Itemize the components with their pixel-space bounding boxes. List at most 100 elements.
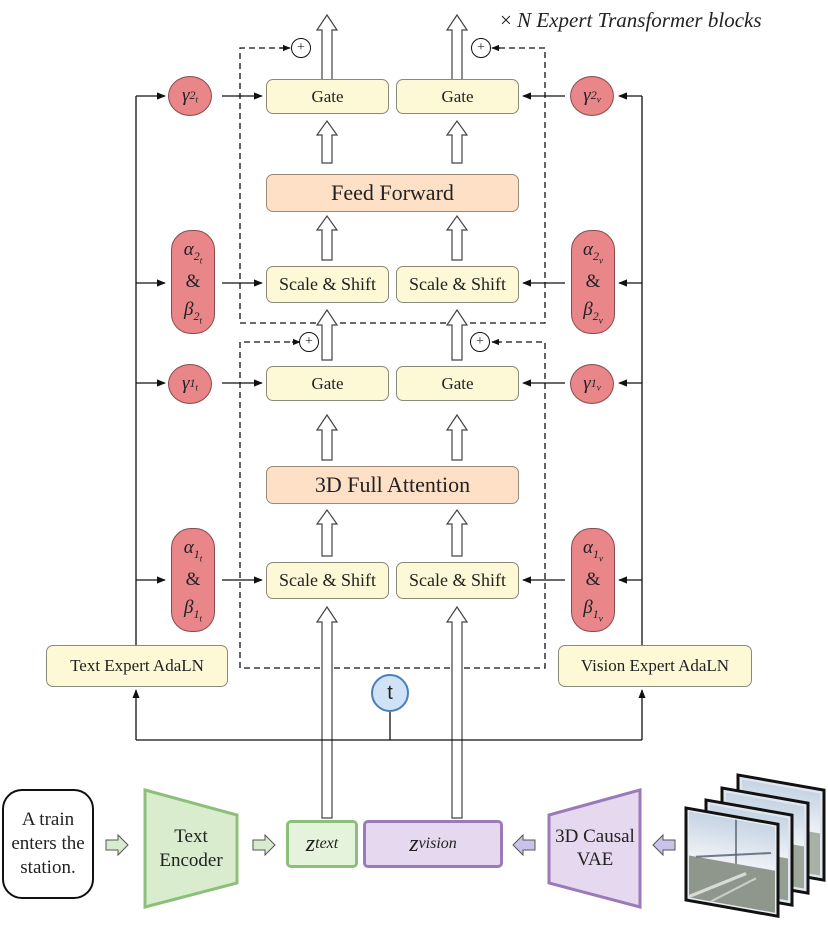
full-attention-block: 3D Full Attention: [266, 466, 519, 504]
param-subscript: v: [598, 315, 603, 326]
param-index: 2: [189, 87, 196, 102]
feed-forward-label: Feed Forward: [331, 180, 454, 205]
flow-arrows: [315, 13, 469, 819]
residual-add-node: +: [470, 332, 490, 352]
plus-label: +: [477, 40, 485, 55]
times-symbol: ×: [500, 8, 512, 32]
gate-2-vision: Gate: [396, 79, 519, 114]
param-subscript: v: [598, 553, 603, 563]
scale-shift-2-vision: Scale & Shift: [396, 266, 519, 303]
param-index: 2: [592, 308, 599, 323]
text-encoder-shape: [143, 788, 239, 909]
gamma-symbol: γ: [583, 85, 591, 106]
conditioning-wires: [132, 92, 646, 741]
beta-symbol: β: [583, 597, 593, 618]
beta-symbol: β: [184, 597, 194, 618]
param-subscript: t: [199, 613, 202, 624]
param-subscript: v: [598, 613, 603, 624]
beta-symbol: β: [583, 299, 593, 320]
residual-arrowheads: [280, 44, 500, 346]
alpha-symbol: α: [583, 536, 593, 558]
alpha-symbol: α: [183, 536, 194, 558]
param-index: 1: [592, 606, 599, 621]
param-index: 2: [193, 308, 200, 323]
param-subscript: v: [596, 382, 601, 393]
input-prompt: A train enters the station.: [2, 789, 94, 899]
frame-stack-image: [684, 773, 826, 918]
residual-add-node: +: [471, 38, 491, 58]
scale-shift-label: Scale & Shift: [409, 570, 506, 590]
gate-label: Gate: [441, 373, 474, 393]
plus-label: +: [305, 334, 313, 349]
gamma-symbol: γ: [181, 85, 190, 106]
param-subscript: t: [195, 382, 198, 393]
z-symbol: z: [305, 830, 316, 857]
dashed-block-boundaries: [239, 47, 546, 669]
header-note-text: N Expert Transformer blocks: [517, 8, 762, 32]
scale-shift-label: Scale & Shift: [409, 274, 506, 294]
scale-shift-label: Scale & Shift: [279, 274, 376, 294]
param-index: 1: [193, 546, 200, 561]
text-expert-adaln: Text Expert AdaLN: [46, 645, 228, 687]
param-index: 1: [590, 375, 597, 390]
z-vision-subscript: vision: [418, 835, 457, 852]
z-symbol: z: [409, 830, 419, 857]
gamma-symbol: γ: [181, 373, 190, 394]
param-subscript: v: [596, 94, 601, 105]
param-index: 2: [592, 248, 599, 263]
param-subscript: t: [195, 94, 198, 105]
param-index: 2: [193, 248, 200, 263]
param-subscript: v: [598, 255, 603, 265]
scale-shift-2-text: Scale & Shift: [266, 266, 389, 303]
feed-forward-block: Feed Forward: [266, 174, 519, 212]
gate-label: Gate: [311, 86, 344, 106]
vision-expert-adaln: Vision Expert AdaLN: [558, 645, 752, 687]
param-index: 1: [189, 375, 196, 390]
gate-label: Gate: [311, 373, 344, 393]
vae-text: 3D Causal VAE: [555, 826, 635, 870]
plus-label: +: [476, 334, 484, 349]
attention-label: 3D Full Attention: [314, 472, 471, 497]
scale-shift-1-text: Scale & Shift: [266, 562, 389, 599]
text-encoder-text: Text Encoder: [159, 826, 223, 871]
residual-add-node: +: [299, 332, 319, 352]
vision-expert-adaln-label: Vision Expert AdaLN: [580, 656, 730, 675]
input-prompt-text: A train enters the station.: [11, 809, 85, 878]
timestep-label: t: [387, 681, 393, 704]
param-index: 2: [590, 87, 597, 102]
gate-2-text: Gate: [266, 79, 389, 114]
text-encoder-label: Text Encoder: [145, 815, 237, 883]
gamma-symbol: γ: [583, 373, 591, 394]
timestep-node: t: [371, 674, 409, 712]
param-index: 1: [193, 606, 200, 621]
text-expert-adaln-label: Text Expert AdaLN: [70, 656, 204, 675]
header-note: × N Expert Transformer blocks: [500, 8, 762, 33]
ampersand-label: &: [585, 569, 601, 590]
vae-label: 3D Causal VAE: [553, 805, 637, 891]
ampersand-label: &: [185, 271, 201, 292]
scale-shift-1-vision: Scale & Shift: [396, 562, 519, 599]
ampersand-label: &: [585, 271, 601, 292]
plus-label: +: [297, 40, 305, 55]
param-subscript: t: [199, 255, 203, 265]
alpha-symbol: α: [583, 238, 593, 260]
z-text-subscript: text: [315, 835, 339, 852]
param-subscript: t: [199, 553, 203, 563]
residual-add-node: +: [291, 38, 311, 58]
param-index: 1: [592, 546, 599, 561]
alpha-beta-1-text: α1t & β1t: [171, 528, 215, 632]
alpha-beta-1-vision: α1v & β1v: [571, 528, 615, 632]
scale-shift-label: Scale & Shift: [279, 570, 376, 590]
alpha-beta-2-vision: α2v & β2v: [571, 230, 615, 334]
input-row-arrows: [105, 833, 676, 857]
param-subscript: t: [199, 315, 202, 326]
gate-label: Gate: [441, 86, 474, 106]
ampersand-label: &: [185, 569, 201, 590]
